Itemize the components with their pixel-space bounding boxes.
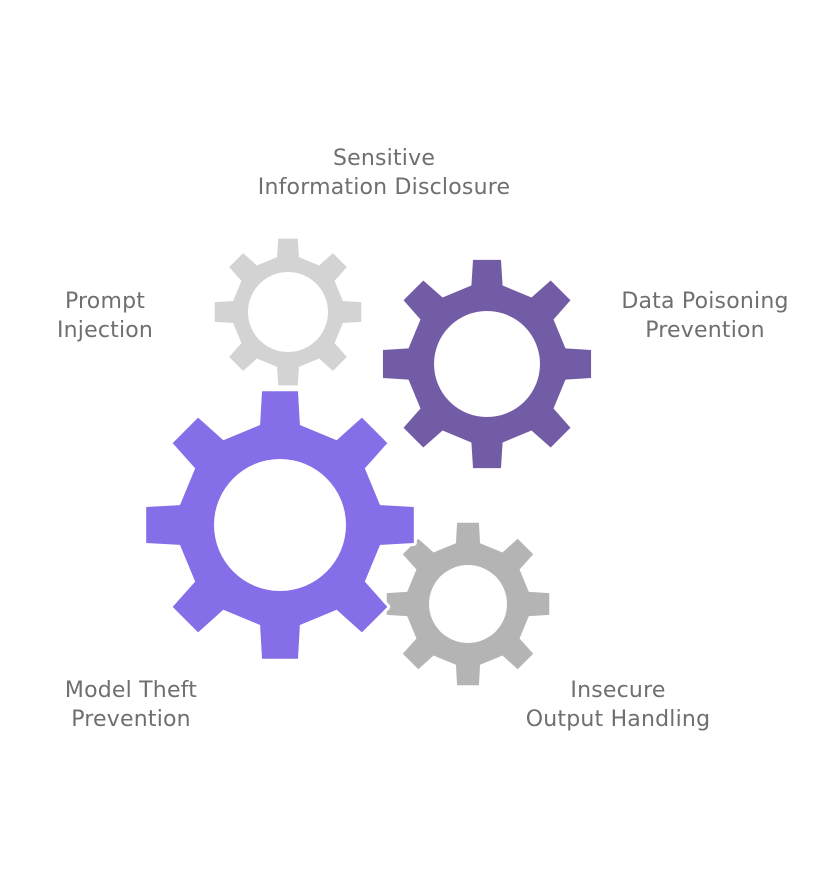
- label-model-line1: Model Theft: [64, 678, 198, 703]
- label-prompt-injection: Prompt Injection: [30, 287, 180, 345]
- label-insecure-line2: Output Handling: [525, 707, 711, 732]
- label-prompt-line2: Injection: [56, 318, 154, 343]
- label-data-poisoning-prevention: Data Poisoning Prevention: [595, 287, 815, 345]
- label-insecure-output-handling: Insecure Output Handling: [500, 676, 736, 734]
- label-insecure-line1: Insecure: [570, 678, 666, 703]
- label-model-line2: Prevention: [71, 707, 191, 732]
- label-data-line2: Prevention: [645, 318, 765, 343]
- gear-model-theft-prevention: [143, 388, 417, 662]
- gear-sensitive-information-disclosure: [211, 235, 365, 389]
- gear-data-poisoning-prevention: [379, 256, 595, 472]
- label-data-line1: Data Poisoning: [621, 289, 789, 314]
- label-sensitive-line2: Information Disclosure: [257, 175, 511, 200]
- gear-insecure-output-handling: [383, 519, 553, 689]
- label-model-theft-prevention: Model Theft Prevention: [36, 676, 226, 734]
- label-sensitive-information-disclosure: Sensitive Information Disclosure: [216, 144, 552, 202]
- label-sensitive-line1: Sensitive: [332, 146, 436, 171]
- label-prompt-line1: Prompt: [64, 289, 146, 314]
